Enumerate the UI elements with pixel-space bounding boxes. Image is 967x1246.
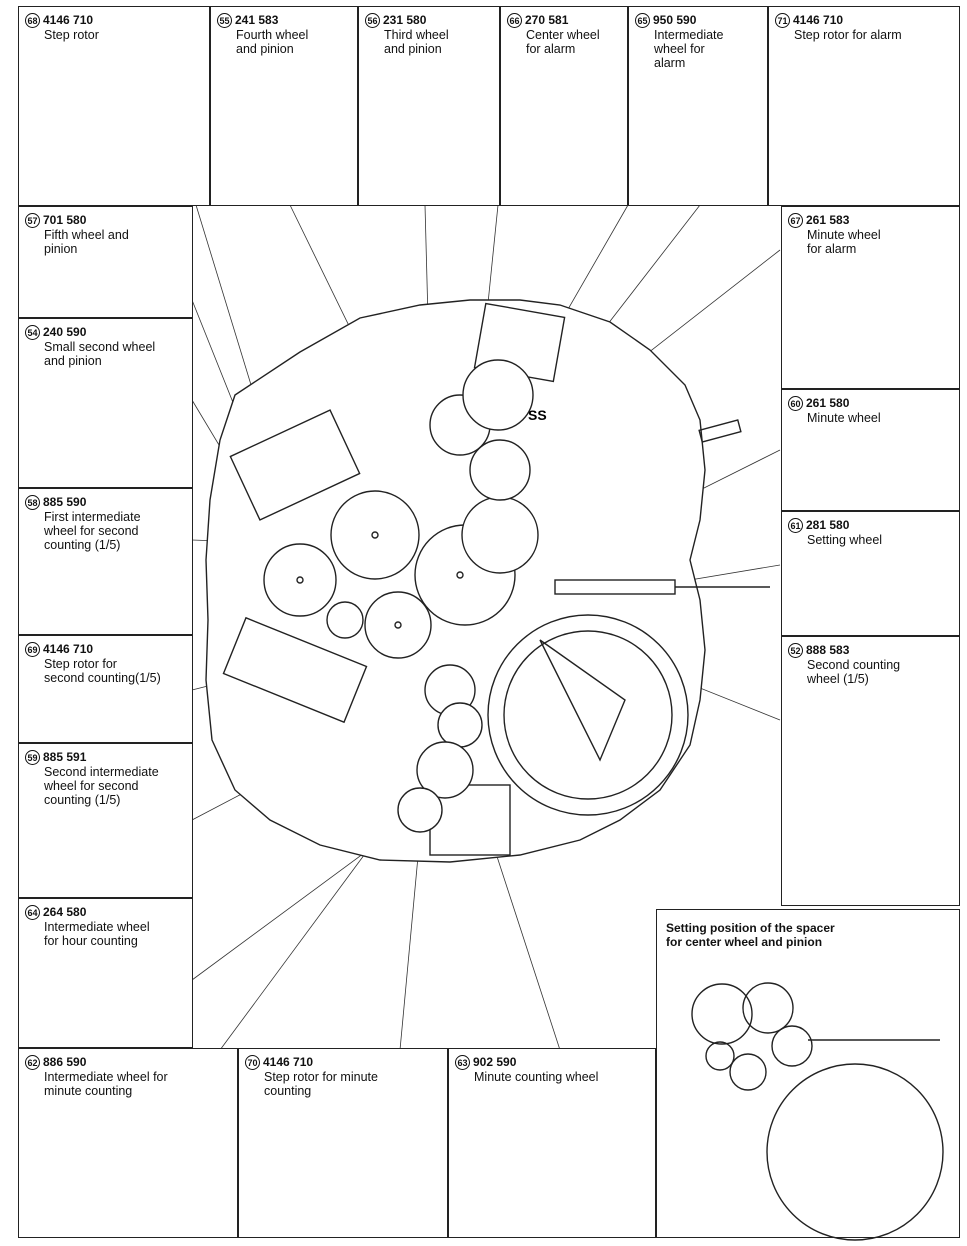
part-code: 888 583 [806,643,850,657]
part-name: Fifth wheel and pinion [44,228,129,256]
part-number-badge: 71 [775,13,790,28]
part-name: Minute wheel [807,411,881,425]
part-code: 4146 710 [43,13,94,27]
part-name: Second intermediate wheel for second cou… [44,765,159,807]
part-number-badge: 65 [635,13,650,28]
part-number-badge: 62 [25,1055,40,1070]
part-name: Step rotor for second counting(1/5) [44,657,161,685]
part-code: 4146 710 [263,1055,314,1069]
part-number-badge: 55 [217,13,232,28]
part-number-badge: 56 [365,13,380,28]
part-code: 261 583 [806,213,850,227]
part-name: Small second wheel and pinion [44,340,156,368]
part-name: Step rotor for minute counting [264,1070,378,1098]
part-code: 231 580 [383,13,427,27]
part-number-badge: 70 [245,1055,260,1070]
part-code: 885 590 [43,495,87,509]
part-code: 902 590 [473,1055,517,1069]
part-number-badge: 60 [788,396,803,411]
part-name: First intermediate wheel for second coun… [44,510,141,552]
part-name: Intermediate wheel for minute counting [44,1070,168,1098]
part-number-badge: 64 [25,905,40,920]
part-name: Minute counting wheel [474,1070,599,1084]
part-number-badge: 67 [788,213,803,228]
part-number-badge: 54 [25,325,40,340]
part-code: 4146 710 [793,13,844,27]
part-name: Setting wheel [807,533,883,547]
part-code: 240 590 [43,325,87,339]
part-name: Intermediate wheel for alarm [654,28,724,70]
spacer-position-note: Setting position of the spacer for cente… [666,921,835,949]
part-number-badge: 59 [25,750,40,765]
part-code: 950 590 [653,13,697,27]
part-code: 264 580 [43,905,87,919]
part-code: 261 580 [806,396,850,410]
movement-mark: SS [528,407,547,423]
part-name: Third wheel and pinion [384,28,449,56]
part-name: Step rotor [44,28,99,42]
part-name: Intermediate wheel for hour counting [44,920,150,948]
part-code: 886 590 [43,1055,87,1069]
part-number-badge: 68 [25,13,40,28]
spacer-position-inset [656,909,960,1238]
part-number-badge: 63 [455,1055,470,1070]
part-code: 241 583 [235,13,279,27]
movement-body [205,299,770,863]
part-number-badge: 69 [25,642,40,657]
part-name: Step rotor for alarm [794,28,902,42]
part-number-badge: 57 [25,213,40,228]
part-name: Fourth wheel and pinion [236,28,309,56]
part-code: 4146 710 [43,642,94,656]
part-name: Center wheel for alarm [526,28,600,56]
part-code: 270 581 [525,13,569,27]
part-name: Minute wheel for alarm [807,228,881,256]
part-name: Second counting wheel (1/5) [807,658,901,686]
part-code: 885 591 [43,750,87,764]
part-number-badge: 66 [507,13,522,28]
part-code: 701 580 [43,213,87,227]
part-number-badge: 61 [788,518,803,533]
part-code: 281 580 [806,518,850,532]
part-number-badge: 52 [788,643,803,658]
part-number-badge: 58 [25,495,40,510]
